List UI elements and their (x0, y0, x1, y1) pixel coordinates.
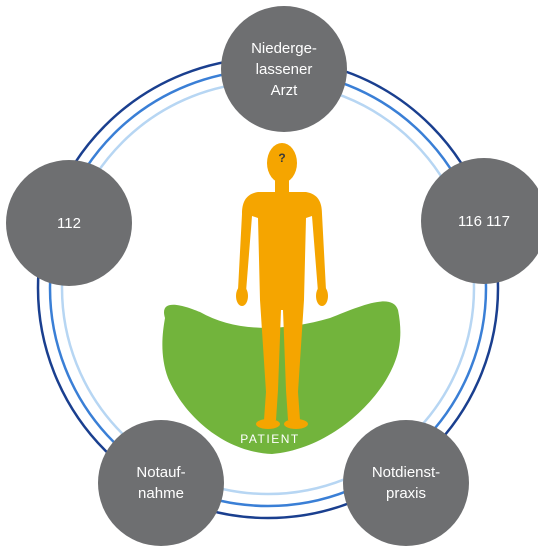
patient-ground (162, 301, 401, 454)
node-bottom-right-line-2: praxis (385, 485, 426, 502)
node-right-label: 116 117 (458, 212, 510, 230)
node-bottom-left-line-2: nahme (138, 485, 184, 502)
node-top-line-3: Arzt (270, 81, 298, 99)
node-112: 112 (6, 160, 132, 286)
node-top-line-1: Nieder­ge- (251, 39, 317, 57)
node-niedergelassener-arzt: Nieder­ge- lassener Arzt (221, 6, 347, 132)
node-notaufnahme: Notauf- nahme (98, 420, 224, 546)
node-bottom-right-line-1: Notdienst- (371, 464, 441, 481)
node-top-line-2: lassener (255, 60, 313, 78)
node-notdienstpraxis: Notdienst- praxis (343, 420, 469, 546)
node-116117: 116 117 (421, 158, 538, 284)
node-bottom-left-line-1: Notauf- (136, 464, 186, 481)
patient-figure (236, 143, 328, 429)
patient-label: PATIENT (240, 432, 300, 446)
node-left-label: 112 (57, 214, 81, 232)
question-mark: ? (278, 151, 286, 165)
